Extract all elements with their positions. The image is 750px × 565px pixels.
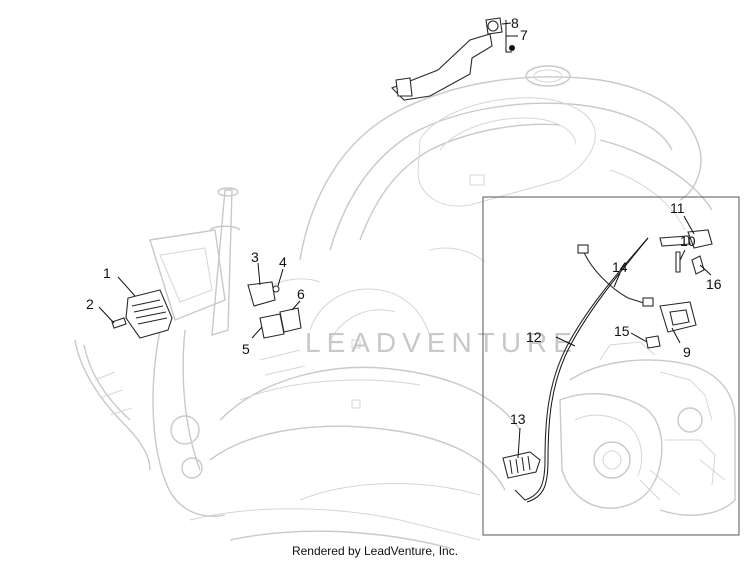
nut-part bbox=[272, 285, 280, 293]
relay-part-6 bbox=[279, 307, 302, 333]
spark-plug-cap-part bbox=[687, 229, 713, 249]
callout-labels: 1 2 3 4 5 6 7 8 9 10 11 12 13 14 15 16 bbox=[86, 15, 722, 427]
callout-1: 1 bbox=[103, 265, 111, 281]
callout-3: 3 bbox=[251, 249, 259, 265]
inset-detail-box bbox=[482, 196, 740, 536]
callout-10: 10 bbox=[680, 233, 696, 249]
callout-2: 2 bbox=[86, 296, 94, 312]
ignition-cable-part bbox=[514, 237, 649, 501]
callout-9: 9 bbox=[683, 344, 691, 360]
callout-8: 8 bbox=[511, 15, 519, 31]
callout-4: 4 bbox=[279, 254, 287, 270]
callout-11: 11 bbox=[670, 200, 685, 216]
callout-12: 12 bbox=[526, 329, 542, 345]
callout-13: 13 bbox=[510, 411, 526, 427]
cable-clip-part bbox=[691, 255, 705, 275]
mounting-plate-part bbox=[391, 33, 493, 101]
callout-15: 15 bbox=[614, 323, 630, 339]
callout-14: 14 bbox=[612, 259, 628, 275]
fixing-dot bbox=[509, 45, 515, 51]
callout-16: 16 bbox=[706, 276, 722, 292]
callout-7: 7 bbox=[520, 27, 528, 43]
screw-part bbox=[111, 317, 127, 329]
coil-screw-part bbox=[675, 251, 681, 273]
coil-wire-part bbox=[582, 249, 651, 306]
clip-part bbox=[645, 335, 661, 349]
scooter-frame-drawing bbox=[74, 65, 713, 549]
leader-lines bbox=[98, 20, 712, 459]
footer-credit: Rendered by LeadVenture, Inc. bbox=[291, 544, 459, 558]
callout-6: 6 bbox=[297, 286, 305, 302]
watermark-text: LEADVENTURE bbox=[305, 327, 578, 358]
callout-5: 5 bbox=[242, 341, 250, 357]
relay-part-5 bbox=[259, 313, 285, 339]
spark-plug-part bbox=[502, 451, 541, 479]
voltage-regulator-part bbox=[125, 289, 173, 339]
parts-drawing bbox=[111, 17, 515, 339]
bracket-part bbox=[247, 281, 276, 307]
